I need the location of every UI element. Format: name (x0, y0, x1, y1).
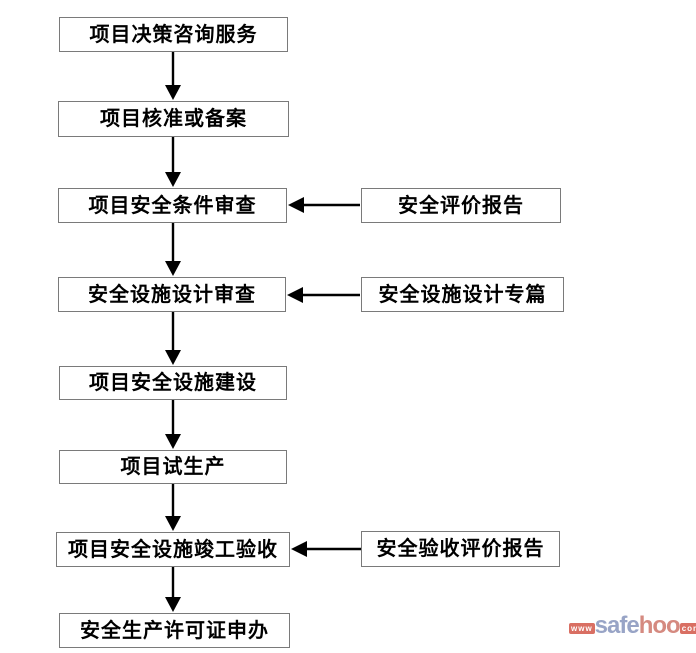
arrow-acceptance-report-to-step7 (291, 541, 361, 557)
arrow-head (288, 197, 304, 213)
arrow-head (165, 597, 181, 612)
side-box-safety-facility-design-chapter: 安全设施设计专篇 (361, 277, 564, 312)
arrow-step5-to-step6 (165, 400, 181, 449)
flow-step-trial-production: 项目试生产 (59, 450, 287, 484)
arrow-head (165, 261, 181, 276)
flow-step-production-license-application: 安全生产许可证申办 (59, 613, 290, 648)
flow-step-project-approval-or-filing: 项目核准或备案 (58, 101, 289, 137)
flow-step-facility-completion-acceptance: 项目安全设施竣工验收 (56, 532, 290, 567)
side-box-safety-acceptance-evaluation-report: 安全验收评价报告 (361, 531, 560, 567)
flow-step-safety-condition-review: 项目安全条件审查 (58, 188, 287, 223)
arrow-step6-to-step7 (165, 484, 181, 531)
arrow-step1-to-step2 (165, 52, 181, 100)
arrow-head (165, 350, 181, 365)
arrow-step3-to-step4 (165, 223, 181, 276)
arrow-head (165, 516, 181, 531)
flow-step-safety-facility-construction: 项目安全设施建设 (59, 366, 287, 400)
watermark-www-tag: www (569, 623, 595, 634)
watermark-safehoo: wwwsafehoocom (569, 614, 696, 638)
flow-step-project-decision-consulting: 项目决策咨询服务 (59, 17, 288, 52)
watermark-com-tag: com (679, 623, 696, 634)
arrow-safety-eval-report-to-step3 (288, 197, 360, 213)
side-box-safety-evaluation-report: 安全评价报告 (361, 188, 561, 223)
watermark-brand-red: hoo (638, 612, 681, 639)
arrow-head (287, 287, 303, 303)
arrow-head (165, 172, 181, 187)
arrow-step2-to-step3 (165, 137, 181, 187)
arrow-head (165, 434, 181, 449)
arrow-head (165, 85, 181, 100)
arrow-head (291, 541, 307, 557)
watermark-brand-blue: safe (594, 612, 640, 639)
arrow-design-chapter-to-step4 (287, 287, 360, 303)
flow-step-safety-facility-design-review: 安全设施设计审查 (58, 277, 286, 312)
arrow-step4-to-step5 (165, 312, 181, 365)
arrow-step7-to-step8 (165, 567, 181, 612)
